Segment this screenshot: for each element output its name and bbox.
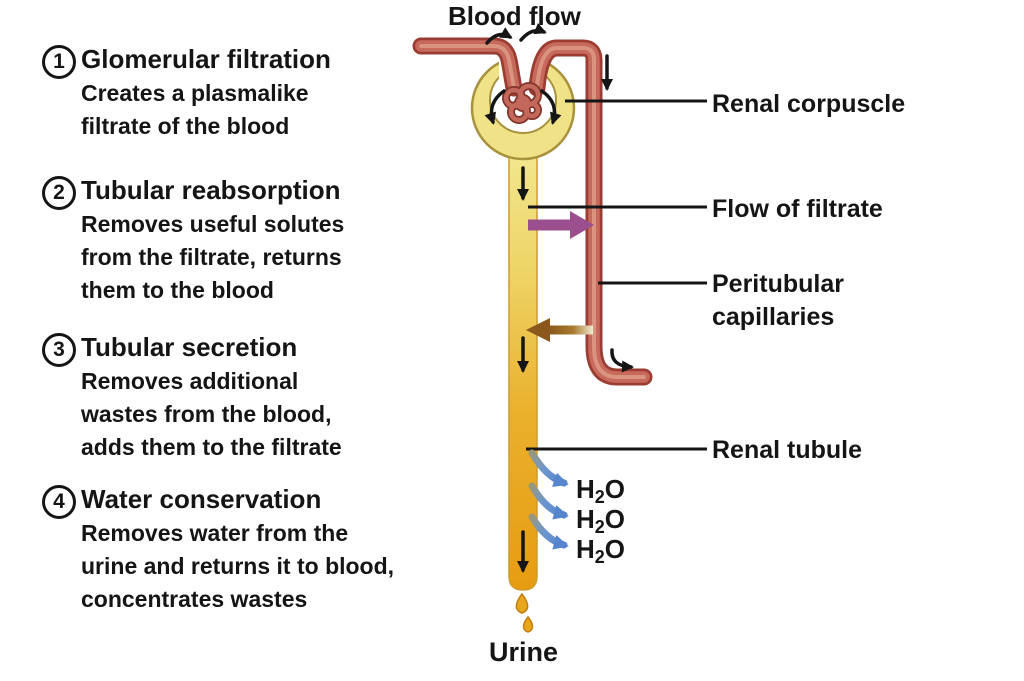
h2o-label-2: H2O [576, 504, 626, 537]
water-arrows [528, 449, 569, 550]
step-4-number: 4 [42, 485, 76, 519]
step-2-desc-line: Removes useful solutes [81, 211, 345, 237]
urine-label: Urine [489, 637, 559, 667]
secretion-arrow [526, 318, 593, 342]
step-1-heading: Glomerular filtration [81, 44, 331, 74]
blood-flow-title: Blood flow [448, 1, 581, 31]
glomerulus-right-arrow [540, 89, 562, 125]
step-4-heading: Water conservation [81, 484, 322, 514]
step-2-desc-line: them to the blood [81, 277, 274, 303]
step-3-desc-line: adds them to the filtrate [81, 434, 342, 460]
capillary-bend-arrow [610, 348, 634, 373]
h2o-label-3: H2O [576, 534, 626, 567]
urine-drop-1 [515, 592, 529, 614]
renal-tubule-label: Renal tubule [712, 436, 863, 464]
step-3-heading: Tubular secretion [81, 332, 298, 362]
blood-vessels [412, 37, 653, 386]
step-1-desc-line: Creates a plasmalike [81, 80, 309, 106]
blood-flow-out-arrow [519, 23, 547, 42]
renal-corpuscle-label: Renal corpuscle [712, 90, 906, 118]
h2o-arrow-3 [528, 513, 569, 550]
flow-of-filtrate-label: Flow of filtrate [712, 195, 883, 223]
glomerulus [502, 82, 542, 124]
step-3-desc-line: wastes from the blood, [81, 401, 332, 427]
step-4-desc-line: urine and returns it to blood, [81, 553, 395, 579]
h2o-arrow-1 [528, 449, 569, 487]
reabsorption-arrow [528, 211, 594, 239]
step-1-number: 1 [42, 45, 76, 79]
step-tubular-reabsorption: 2 Tubular reabsorption Removes useful so… [42, 175, 344, 307]
h2o-label-1: H2O [576, 474, 626, 507]
step-4-desc-line: Removes water from the [81, 520, 349, 546]
step-2-desc-line: from the filtrate, returns [81, 244, 342, 270]
blood-flow-in-arrow [485, 27, 513, 45]
glomerulus-left-arrow [484, 89, 506, 125]
urine-drop-2 [522, 615, 534, 633]
step-3-number: 3 [42, 333, 76, 367]
step-water-conservation: 4 Water conservation Removes water from … [42, 484, 394, 616]
leader-lines [526, 99, 707, 451]
h2o-arrow-2 [528, 482, 569, 520]
step-tubular-secretion: 3 Tubular secretion Removes additional w… [42, 332, 342, 464]
step-glomerular-filtration: 1 Glomerular filtration Creates a plasma… [42, 44, 331, 143]
step-2-number: 2 [42, 176, 76, 210]
step-1-desc-line: filtrate of the blood [81, 113, 290, 139]
peritubular-capillaries-label: Peritubular capillaries [712, 270, 844, 331]
step-3-desc-line: Removes additional [81, 368, 299, 394]
step-4-desc-line: concentrates wastes [81, 586, 308, 612]
flow-direction-arrows [484, 23, 634, 573]
urine-droplets [515, 592, 534, 633]
step-2-heading: Tubular reabsorption [81, 175, 341, 205]
